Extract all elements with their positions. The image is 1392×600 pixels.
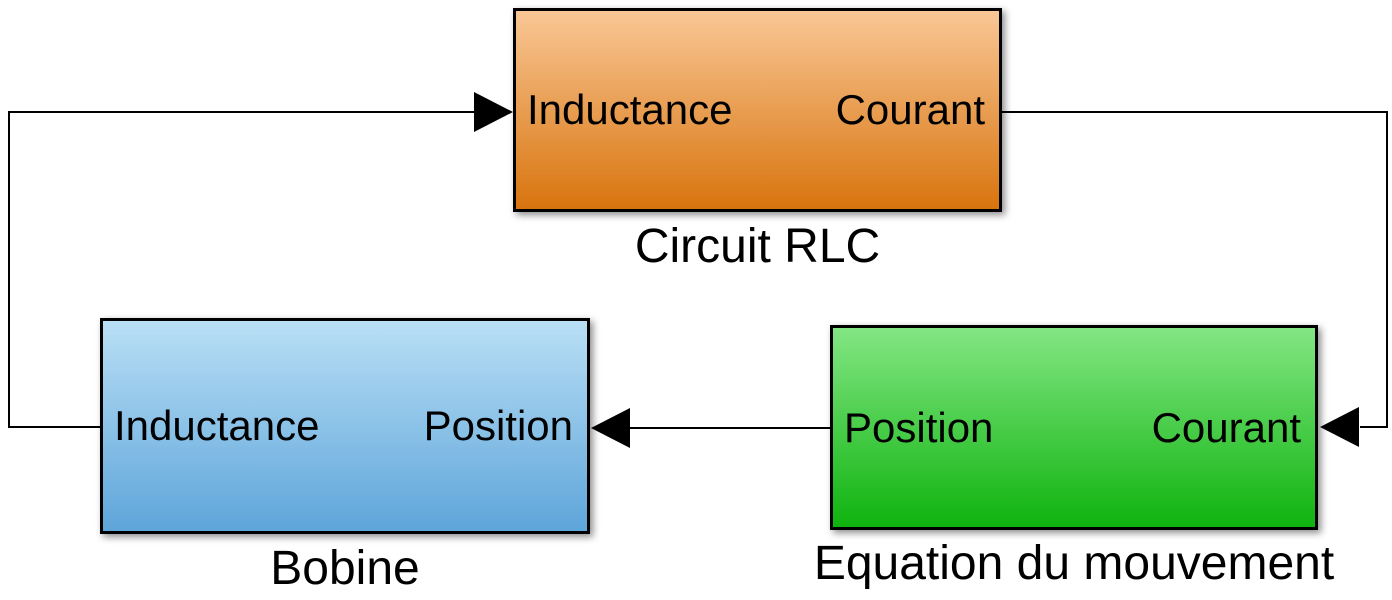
port-label-courant: Courant — [835, 86, 985, 133]
arrow-left-icon — [591, 408, 630, 448]
port-label-inductance: Inductance — [114, 402, 320, 449]
port-label-position: Position — [423, 402, 573, 449]
arrow-left-icon — [1320, 407, 1359, 447]
block-equation-du-mouvement[interactable]: Position Courant — [830, 325, 1318, 530]
block-caption-equation-du-mouvement: Equation du mouvement — [813, 537, 1335, 590]
port-label-inductance: Inductance — [527, 86, 733, 133]
wire-inductance[interactable] — [8, 92, 513, 428]
wire-position[interactable] — [591, 408, 830, 448]
block-caption-bobine: Bobine — [270, 542, 420, 595]
block-circuit-rlc[interactable]: Inductance Courant — [513, 8, 1002, 212]
wire-courant[interactable] — [1002, 111, 1388, 447]
block-bobine[interactable]: Inductance Position — [100, 318, 590, 534]
block-caption-circuit-rlc: Circuit RLC — [634, 220, 881, 273]
port-label-courant: Courant — [1151, 403, 1301, 451]
port-label-position: Position — [844, 403, 994, 451]
arrow-right-icon — [474, 92, 513, 132]
